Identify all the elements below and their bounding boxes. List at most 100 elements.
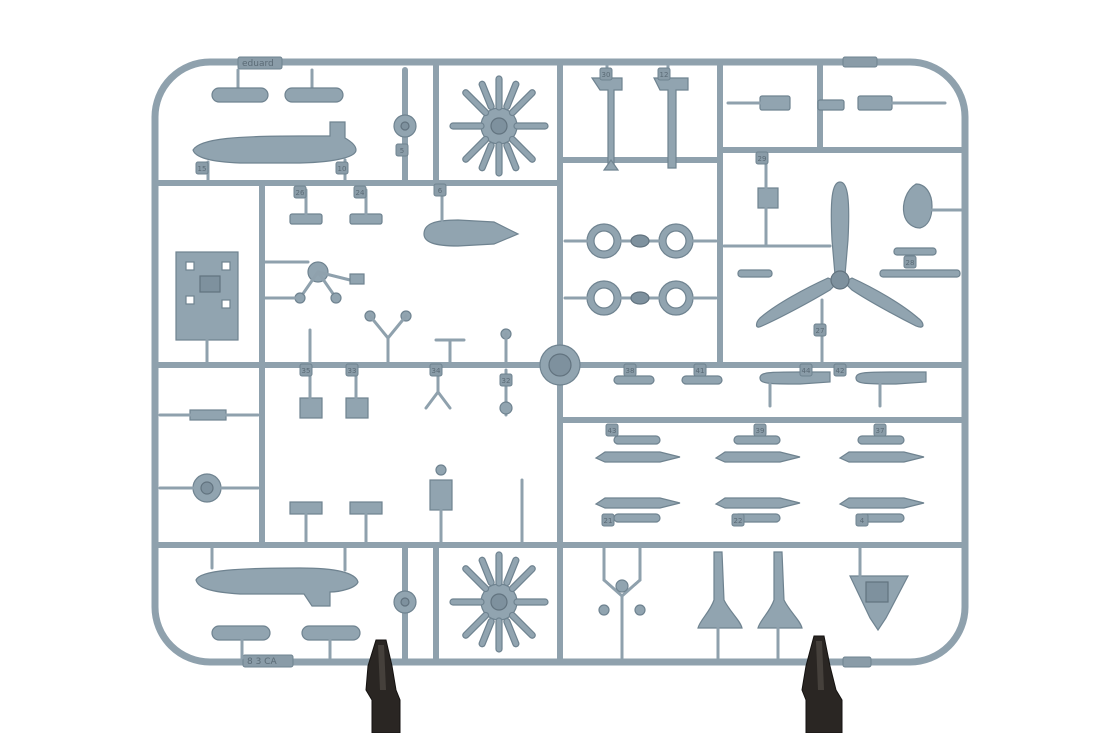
tyre-part-lower-right [658,280,694,316]
rim-tag-top-right [842,56,878,68]
part-number-tag: 34 [429,363,443,377]
bomb-part-row3-c [838,435,925,463]
sprue-id-tag: 8 3 CA [242,654,294,668]
drop-tank-part-bottom-left [211,625,271,660]
tyre-part-upper-right [658,223,694,259]
part-number-text: 12 [660,71,669,79]
part-number-tag: 42 [833,363,847,377]
part-number-text: 4 [860,517,865,525]
part-number-tag: 37 [873,423,887,437]
small-post-part [500,328,512,364]
small-lever-part [308,328,466,364]
part-number-text: 32 [502,377,511,385]
rim-tag-bottom-right [842,656,872,668]
part-number-tag: 27 [813,323,827,337]
sprue-central-boss-inner [548,353,572,377]
part-number-text: 33 [348,367,357,375]
small-bomb-rack-parts [613,371,927,408]
small-parts-row2-left [158,409,260,503]
part-number-tag: 10 [335,161,349,175]
tyre-part-upper-left [586,223,622,259]
part-number-text: 43 [608,427,617,435]
part-number-text: 10 [338,165,347,173]
landing-strut-part-right [653,63,689,169]
part-number-text: 5 [400,147,404,155]
y-fork-part [364,310,412,364]
drop-tank-part-top-left [211,68,269,103]
sprue-id-text: 8 3 CA [247,657,277,667]
rod-part-right [737,247,961,278]
bomb-part-row3-e [714,497,801,523]
drop-tank-part-bottom-right [301,625,361,660]
part-number-text: 28 [906,259,915,267]
part-number-text: 35 [302,367,311,375]
bomb-part-row3-f [838,497,925,523]
tripod-part [424,368,513,417]
part-number-text: 15 [198,165,207,173]
fuselage-pod-part-bottom [195,546,359,607]
part-number-tag: 39 [753,423,767,437]
small-bracket-parts-top-right [726,95,947,111]
part-number-text: 37 [876,427,885,435]
part-number-tag: 35 [299,363,313,377]
part-number-text: 24 [356,189,365,197]
radial-engine-part-top [449,75,549,177]
instrument-panel-part [175,251,239,367]
part-number-text: 34 [432,367,441,375]
part-number-text: 42 [836,367,845,375]
strut-frame-part-bottom [598,546,646,660]
part-number-text: 41 [696,367,705,375]
spinner-cone-part [902,183,964,229]
part-number-tag: 15 [195,161,209,175]
part-number-tag: 29 [755,151,769,165]
tyre-part-lower-left [586,280,622,316]
part-number-text: 29 [758,155,767,163]
control-column-part [263,260,365,304]
landing-strut-part-left [590,63,623,171]
part-number-tag: 33 [345,363,359,377]
small-wheel-part-bottom [393,590,417,614]
part-number-tag: 21 [601,513,615,527]
part-number-text: 27 [816,327,825,335]
spinner-part-center [423,186,520,247]
part-number-tag: 43 [605,423,619,437]
small-wheel-part-top [393,114,417,138]
part-number-tag: 24 [353,185,367,199]
part-number-tag: 32 [499,373,513,387]
part-number-text: 6 [438,187,443,195]
part-number-text: 22 [734,517,743,525]
wheel-hub-parts [563,234,718,305]
part-number-tag: 44 [799,363,813,377]
part-number-tag: 41 [693,363,707,377]
drop-tank-part-top-right [284,68,344,103]
part-number-tag: 4 [855,513,869,527]
gunsight-part [429,464,524,544]
display-stand-left [365,639,401,733]
part-number-tag: 5 [395,143,409,157]
part-number-text: 44 [802,367,811,375]
part-number-tag: 28 [903,255,917,269]
part-number-text: 39 [756,427,765,435]
part-number-tag: 22 [731,513,745,527]
part-number-tag: 26 [293,185,307,199]
fuselage-pod-part-top [192,121,357,185]
part-number-tag: 30 [599,67,613,81]
radial-engine-part-bottom [449,551,549,653]
maker-mark-text: eduard [242,59,274,69]
part-number-text: 30 [602,71,611,79]
small-box-part-right [757,152,779,248]
part-number-text: 26 [296,189,305,197]
bomb-part-row3-a [594,435,681,463]
tail-fin-part-left [697,551,743,660]
part-number-tag: 12 [657,67,671,81]
part-number-text: 21 [604,517,613,525]
small-bracket-part-a [289,188,323,225]
canopy-frame-part [849,546,909,632]
maker-mark-tag: eduard [237,56,283,70]
small-seat-parts [289,366,383,544]
display-stand-right [801,635,843,733]
part-number-tag: 38 [623,363,637,377]
part-number-tag: 6 [433,183,447,197]
